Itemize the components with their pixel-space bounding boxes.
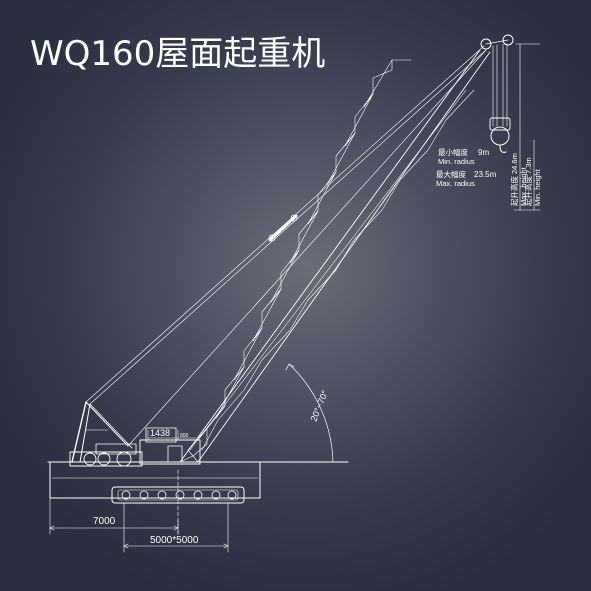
min-height-value: 7.3m	[524, 157, 533, 174]
min-height-annotation: 起升高度 7.3m Min. height	[523, 157, 542, 206]
dimension-lines	[49, 429, 229, 553]
min-radius-cn: 最小幅度	[438, 147, 468, 157]
max-height-en: Max. height	[519, 166, 528, 206]
min-height-cn: 起升高度	[523, 176, 533, 206]
max-radius-cn: 最大幅度	[436, 169, 466, 179]
winch-machinery	[69, 427, 201, 467]
max-radius-annotation: 最大幅度 23.5m Max. radius	[436, 169, 497, 188]
angle-label: 20°~70°	[309, 389, 331, 423]
angle-arc	[288, 363, 334, 463]
min-radius-annotation: 最小幅度 9m Min. radius	[438, 147, 489, 166]
rear-mast	[71, 401, 133, 463]
dim-800: 800	[180, 433, 189, 439]
max-radius-en: Max. radius	[436, 179, 475, 188]
diagram-title: WQ160屋面起重机	[30, 34, 326, 74]
min-radius-en: Min. radius	[438, 157, 475, 166]
min-height-en: Min. height	[533, 168, 542, 206]
max-height-value: 24.6m	[510, 153, 519, 174]
dim-1438: 1438	[150, 428, 170, 438]
track-assembly	[111, 469, 245, 537]
max-height-annotation: 起升高度 24.6m Max. height	[509, 153, 528, 206]
dim-5000: 5000*5000	[150, 535, 199, 546]
base-platform	[49, 461, 261, 499]
hoist-ropes	[492, 43, 508, 127]
pendant-ropes	[85, 45, 487, 447]
rope-tensioner	[268, 214, 298, 242]
boom-lattice	[179, 49, 491, 463]
height-dim-lines	[513, 43, 541, 211]
hook-block	[489, 117, 511, 153]
max-height-cn: 起升高度	[509, 176, 519, 206]
max-radius-value: 23.5m	[474, 170, 497, 179]
boom-tip	[480, 34, 514, 50]
dim-7000: 7000	[93, 516, 116, 527]
min-radius-value: 9m	[478, 148, 489, 157]
angle-arrow-top	[285, 363, 295, 371]
